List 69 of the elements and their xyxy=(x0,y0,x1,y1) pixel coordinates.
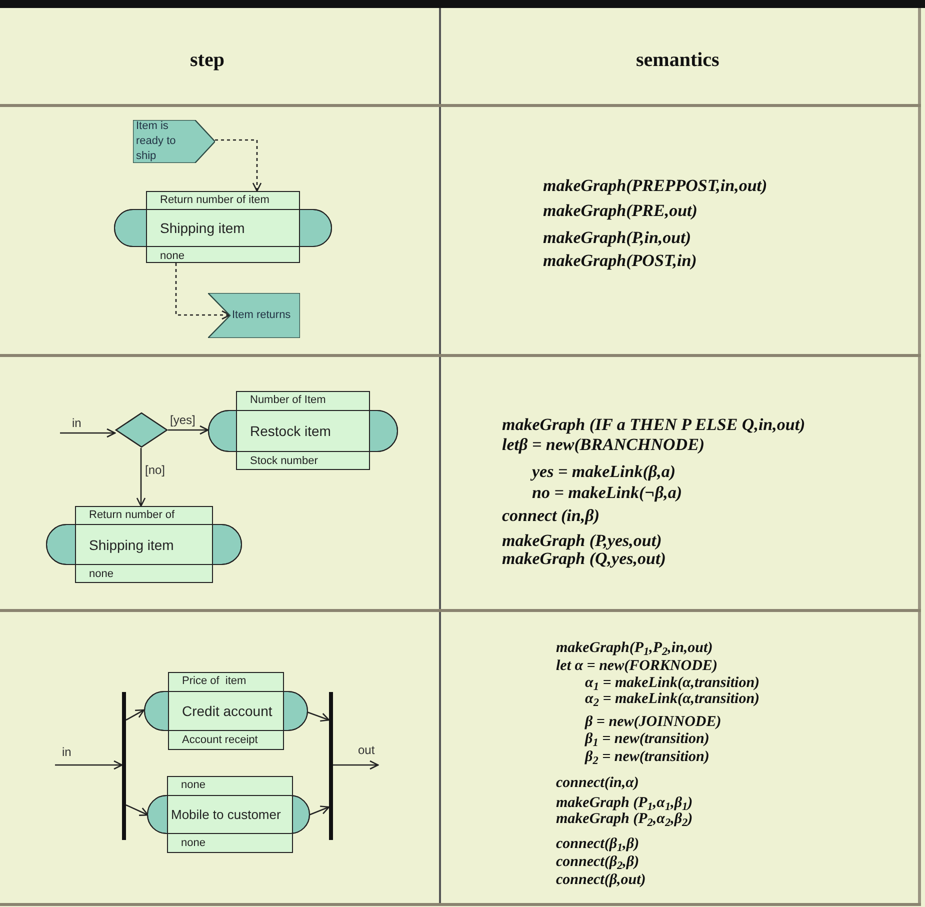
synchronization-bar xyxy=(122,692,126,840)
activity-name: Shipping item xyxy=(160,219,245,237)
formula-line: α$_{2}$ = makeLink(α,transition) xyxy=(585,692,760,707)
arrow xyxy=(126,804,149,816)
activity-node xyxy=(147,776,310,853)
formula-line: connect(in,α) xyxy=(556,776,639,791)
formula-line: makeGraph (P$_{1}$,α$_{1}$,β$_{1}$) xyxy=(556,796,693,811)
edge-label: out xyxy=(358,743,375,757)
activity-name: Mobile to customer xyxy=(171,806,281,824)
formula-line: connect(β$_{1}$,β) xyxy=(556,837,640,852)
output-pin-label: Account receipt xyxy=(182,733,258,747)
formula-line: makeGraph(PRE,out) xyxy=(543,202,698,219)
edge-label: in xyxy=(72,416,82,430)
formula-line: makeGraph(PREPPOST,in,out) xyxy=(543,177,768,194)
activity-name: Shipping item xyxy=(89,536,174,554)
formula-line: connect(β$_{2}$,β) xyxy=(556,855,640,870)
formula-line: makeGraph(P$_{1}$,P$_{2}$,in,out) xyxy=(556,641,713,656)
synchronization-bar xyxy=(329,692,333,840)
arrow xyxy=(306,711,330,722)
event-flag xyxy=(133,120,215,163)
input-pin-label: none xyxy=(181,778,206,792)
activity-node xyxy=(144,672,308,750)
dashed-arrow xyxy=(175,263,231,320)
activity-node xyxy=(114,191,332,263)
input-pin-label: Price of item xyxy=(182,674,246,688)
formula-line: connect(β,out) xyxy=(556,873,646,888)
output-pin-label: none xyxy=(160,249,184,263)
receive-event-shape xyxy=(208,293,300,338)
activity-name: Credit account xyxy=(182,702,272,720)
decision-diamond xyxy=(115,412,168,448)
arrow xyxy=(60,428,116,438)
node-label: Item is ready to ship xyxy=(136,119,177,164)
activity-name: Restock item xyxy=(250,422,331,440)
formula-line: β = new(JOINNODE) xyxy=(585,715,722,730)
formula-line: makeGraph (IF a THEN P ELSE Q,in,out) xyxy=(502,416,806,433)
formula-line: α$_{1}$ = makeLink(α,transition) xyxy=(585,676,760,691)
arrow xyxy=(168,425,209,435)
edge-label: [yes] xyxy=(170,413,196,427)
arrow xyxy=(126,709,145,721)
edge-label: in xyxy=(62,745,72,759)
formula-line: makeGraph (Q,yes,out) xyxy=(502,550,666,567)
formula-line: makeGraph(POST,in) xyxy=(543,252,697,269)
output-pin-label: none xyxy=(181,836,206,850)
activity-node xyxy=(46,506,242,583)
formula-line: let α = new(FORKNODE) xyxy=(556,659,718,674)
formula-line: β$_{2}$ = new(transition) xyxy=(585,750,710,765)
edge-label: [no] xyxy=(145,463,166,477)
column-header: step xyxy=(190,48,224,73)
arrow xyxy=(333,760,379,770)
arrow xyxy=(55,760,123,770)
formula-line: connect (in,β) xyxy=(502,507,600,524)
column-header: semantics xyxy=(636,48,720,73)
input-pin-label: Number of Item xyxy=(250,393,326,407)
arrow xyxy=(136,448,146,507)
dashed-arrow xyxy=(215,139,262,192)
formula-line: makeGraph (P$_{2}$,α$_{2}$,β$_{2}$) xyxy=(556,812,693,827)
formula-line: yes = makeLink(β,a) xyxy=(532,463,676,480)
node-label: Item returns xyxy=(232,308,291,323)
input-pin-label: Return number of xyxy=(89,508,175,522)
input-pin-label: Return number of item xyxy=(160,193,270,207)
output-pin-label: none xyxy=(89,567,114,581)
formula-line: β$_{1}$ = new(transition) xyxy=(585,732,710,747)
activity-node xyxy=(208,391,398,470)
formula-line: makeGraph (P,yes,out) xyxy=(502,532,662,549)
output-pin-label: Stock number xyxy=(250,454,318,468)
formula-line: makeGraph(P,in,out) xyxy=(543,229,691,246)
formula-line: letβ = new(BRANCHNODE) xyxy=(502,436,705,453)
formula-line: no = makeLink(¬β,a) xyxy=(532,484,682,501)
arrow xyxy=(308,806,330,816)
